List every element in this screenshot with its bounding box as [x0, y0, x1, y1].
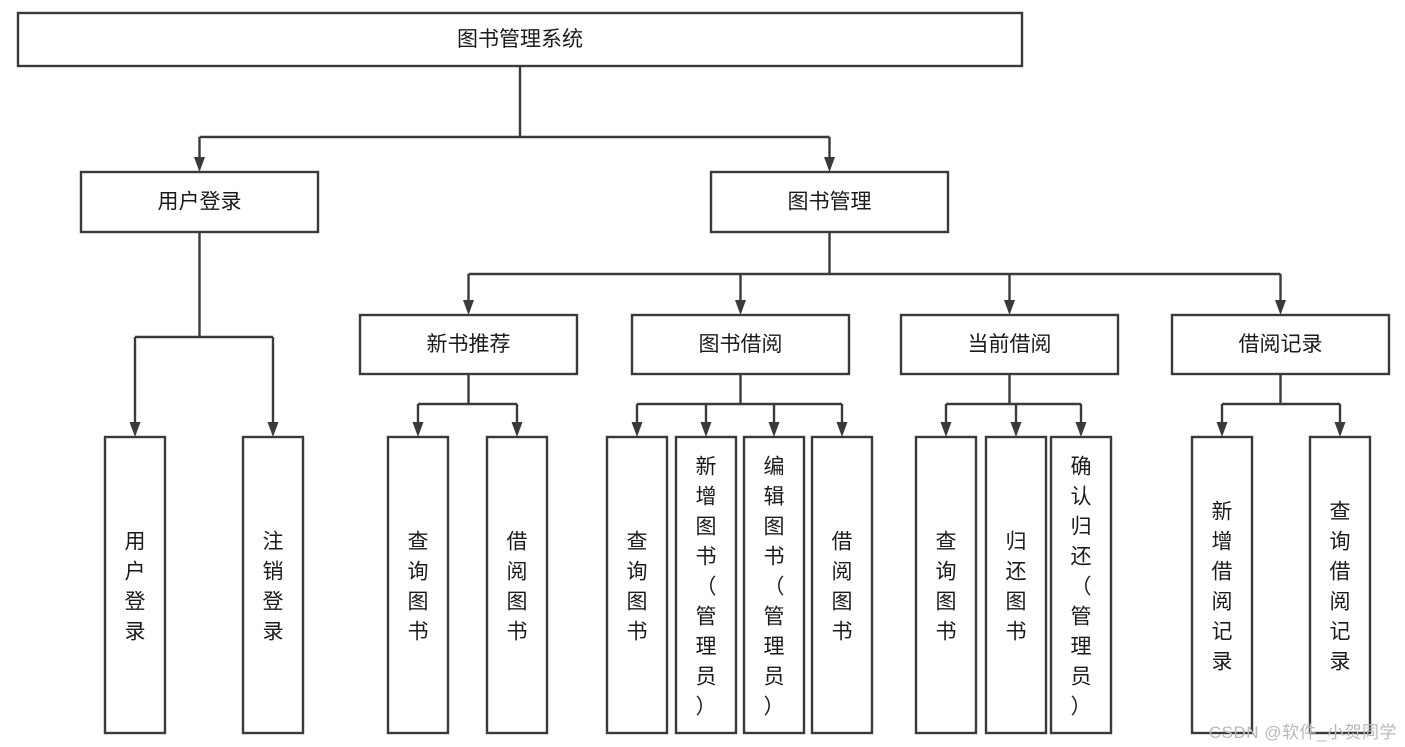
- node-leaf-confirm-return[interactable]: 确认归还（管理员）: [1049, 435, 1113, 735]
- node-label: 图书借阅: [699, 333, 783, 356]
- node-leaf-borrow-book[interactable]: 借阅图书: [810, 435, 874, 735]
- node-label: 用户登录: [125, 530, 146, 643]
- node-leaf-query-book-borrow[interactable]: 查询图书: [605, 435, 669, 735]
- node-leaf-query-borrow-record[interactable]: 查询借阅记录: [1308, 435, 1372, 735]
- node-label: 编辑图书（管理员）: [764, 455, 785, 718]
- node-leaf-edit-book[interactable]: 编辑图书（管理员）: [742, 435, 806, 735]
- node-label: 新增图书（管理员）: [696, 455, 717, 718]
- csdn-watermark: CSDN @软件_小贺同学: [1208, 723, 1397, 742]
- node-label: 查询图书: [408, 530, 429, 643]
- connector-user-login-to-leaves: [129, 232, 279, 437]
- node-label: 新增借阅记录: [1212, 500, 1233, 673]
- node-label: 借阅图书: [832, 530, 853, 643]
- connector-new-book-recommend-to-leaves: [412, 374, 523, 437]
- node-label: 图书管理系统: [457, 28, 583, 51]
- connector-borrow-record-to-leaves: [1216, 374, 1346, 437]
- node-new-book-recommend[interactable]: 新书推荐: [358, 313, 579, 376]
- node-leaf-add-book[interactable]: 新增图书（管理员）: [674, 435, 738, 735]
- node-label: 查询图书: [627, 530, 648, 643]
- node-label: 归还图书: [1006, 530, 1027, 643]
- connector-root-to-level1: [194, 66, 835, 172]
- node-leaf-query-book-recommend[interactable]: 查询图书: [386, 435, 450, 735]
- node-leaf-query-book-current[interactable]: 查询图书: [914, 435, 978, 735]
- node-label: 注销登录: [263, 530, 284, 643]
- node-root[interactable]: 图书管理系统: [16, 11, 1024, 68]
- connector-book-borrow-to-leaves: [631, 374, 848, 437]
- node-leaf-user-login[interactable]: 用户登录: [103, 435, 167, 735]
- node-leaf-return-book[interactable]: 归还图书: [984, 435, 1048, 735]
- node-label: 新书推荐: [427, 333, 511, 356]
- node-user-login[interactable]: 用户登录: [79, 170, 320, 234]
- node-label: 查询借阅记录: [1330, 500, 1351, 673]
- node-label: 当前借阅: [968, 333, 1052, 356]
- node-leaf-borrow-book-recommend[interactable]: 借阅图书: [485, 435, 549, 735]
- node-label: 借阅记录: [1239, 333, 1323, 356]
- node-book-management[interactable]: 图书管理: [709, 170, 950, 234]
- node-borrow-record[interactable]: 借阅记录: [1170, 313, 1391, 376]
- connector-book-management-to-level2: [463, 232, 1286, 315]
- node-current-borrow[interactable]: 当前借阅: [899, 313, 1120, 376]
- node-book-borrow[interactable]: 图书借阅: [630, 313, 851, 376]
- node-label: 查询图书: [936, 530, 957, 643]
- connector-current-borrow-to-leaves: [940, 374, 1087, 437]
- node-label: 用户登录: [158, 191, 242, 214]
- node-label: 图书管理: [788, 191, 872, 214]
- node-leaf-logout[interactable]: 注销登录: [241, 435, 305, 735]
- node-label: 确认归还（管理员）: [1071, 455, 1092, 718]
- node-leaf-add-borrow-record[interactable]: 新增借阅记录: [1190, 435, 1254, 735]
- node-label: 借阅图书: [507, 530, 528, 643]
